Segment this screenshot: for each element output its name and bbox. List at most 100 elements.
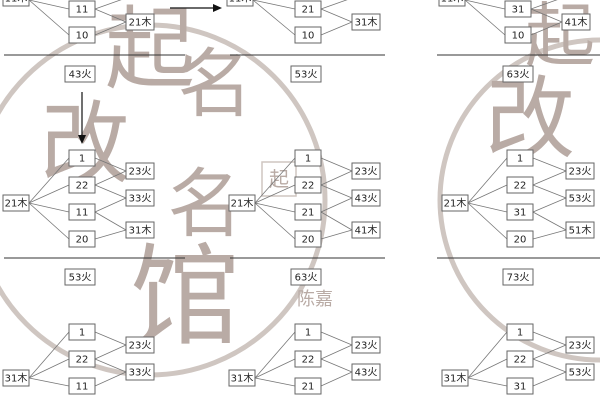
- connector-line: [464, 0, 506, 10]
- connector-line: [94, 344, 127, 360]
- connector-line: [320, 229, 353, 240]
- mid-node: 11: [68, 377, 96, 395]
- mid-node: 1: [68, 323, 96, 341]
- root-node-frame: [441, 194, 469, 212]
- connector-line: [467, 157, 508, 204]
- watermark-signature: 陈嘉: [297, 289, 333, 310]
- connector-line: [532, 184, 567, 199]
- mid-node-frame: [506, 377, 534, 395]
- root-node: 21木: [228, 194, 256, 212]
- mid-node-label: 11: [76, 5, 89, 16]
- connector-line: [320, 211, 353, 231]
- connector-line: [532, 331, 567, 346]
- section-header-frame: [290, 268, 322, 286]
- result-node: 31木: [351, 13, 381, 31]
- mid-node: 1: [294, 323, 322, 341]
- result-node: 33火: [125, 189, 155, 207]
- result-node-frame: [565, 162, 595, 180]
- watermark: 起 名 改 名 馆 改 起 陈嘉 起: [0, 0, 600, 378]
- connector-line: [28, 202, 70, 240]
- section-header: 73火: [502, 268, 534, 286]
- result-node-label: 53火: [569, 367, 592, 379]
- mid-node: 22: [506, 350, 534, 368]
- connector-line: [94, 197, 127, 213]
- mid-node-label: 11: [76, 382, 89, 393]
- connector-line: [532, 371, 567, 387]
- mid-node-frame: [294, 350, 322, 368]
- mid-node: 22: [68, 350, 96, 368]
- section-header-label: 63火: [507, 69, 530, 81]
- mid-node-label: 1: [79, 328, 85, 339]
- mid-node-frame: [294, 26, 322, 44]
- mid-node-label: 1: [517, 154, 523, 165]
- root-node-label: 21木: [5, 198, 28, 210]
- mid-node: 22: [68, 176, 96, 194]
- connector-line: [94, 331, 127, 346]
- mid-node: 31: [504, 0, 532, 18]
- mid-node-label: 22: [302, 355, 315, 366]
- watermark-ring-right: [437, 37, 600, 363]
- connector-line: [254, 331, 296, 379]
- mid-node: 1: [294, 149, 322, 167]
- root-node-frame: [228, 369, 256, 387]
- root-node-label: 31木: [5, 373, 28, 385]
- result-node-label: 53火: [569, 193, 592, 205]
- result-node-frame: [125, 363, 155, 381]
- connector-line: [254, 202, 296, 213]
- result-node-frame: [351, 336, 381, 354]
- mid-node-label: 20: [302, 235, 315, 246]
- mid-node-frame: [294, 377, 322, 395]
- connector-line: [94, 211, 127, 231]
- result-node: 31木: [125, 221, 155, 239]
- tree-top-col1: 11木111021木: [2, 0, 155, 44]
- connector-line: [252, 0, 296, 36]
- watermark-char-7: 起: [525, 0, 595, 77]
- mid-node-label: 22: [514, 181, 527, 192]
- root-node: 11木: [226, 0, 254, 7]
- result-node-label: 43火: [355, 193, 378, 205]
- arrow-head-icon: [78, 135, 86, 144]
- result-node-frame: [125, 13, 155, 31]
- connector-line: [94, 8, 127, 23]
- mid-node: 1: [506, 149, 534, 167]
- header-section2-col1: 53火: [64, 268, 96, 286]
- result-node-label: 23火: [355, 166, 378, 178]
- result-node: 43火: [351, 363, 381, 381]
- result-node-label: 23火: [355, 340, 378, 352]
- connector-line: [530, 21, 563, 36]
- connector-line: [254, 358, 296, 379]
- connector-line: [94, 0, 122, 10]
- connector-line: [530, 0, 558, 10]
- result-node-label: 41木: [355, 225, 378, 237]
- mid-node: 22: [294, 350, 322, 368]
- connector-line: [467, 331, 508, 379]
- connector-line: [252, 0, 296, 10]
- result-node-frame: [351, 189, 381, 207]
- connector-line: [320, 0, 348, 10]
- section-header-label: 63火: [295, 272, 318, 284]
- connector-line: [320, 358, 353, 373]
- mid-node-frame: [294, 176, 322, 194]
- mid-node: 20: [68, 230, 96, 248]
- mid-node-frame: [68, 323, 96, 341]
- connector-line: [28, 331, 70, 379]
- root-node-frame: [2, 194, 30, 212]
- root-node-frame: [2, 0, 30, 7]
- result-node: 23火: [351, 162, 381, 180]
- connector-line: [532, 344, 567, 360]
- section-header-frame: [290, 65, 322, 83]
- section-header-label: 73火: [507, 272, 530, 284]
- root-node-frame: [2, 369, 30, 387]
- mid-node-label: 10: [76, 31, 89, 42]
- root-node: 31木: [2, 369, 30, 387]
- connector-line: [532, 157, 567, 172]
- section-header-label: 53火: [69, 272, 92, 284]
- mid-node-label: 11: [76, 208, 89, 219]
- root-node-label: 21木: [231, 198, 254, 210]
- root-node-label: 31木: [231, 373, 254, 385]
- root-node-label: 21木: [444, 198, 467, 210]
- root-node-frame: [438, 0, 466, 7]
